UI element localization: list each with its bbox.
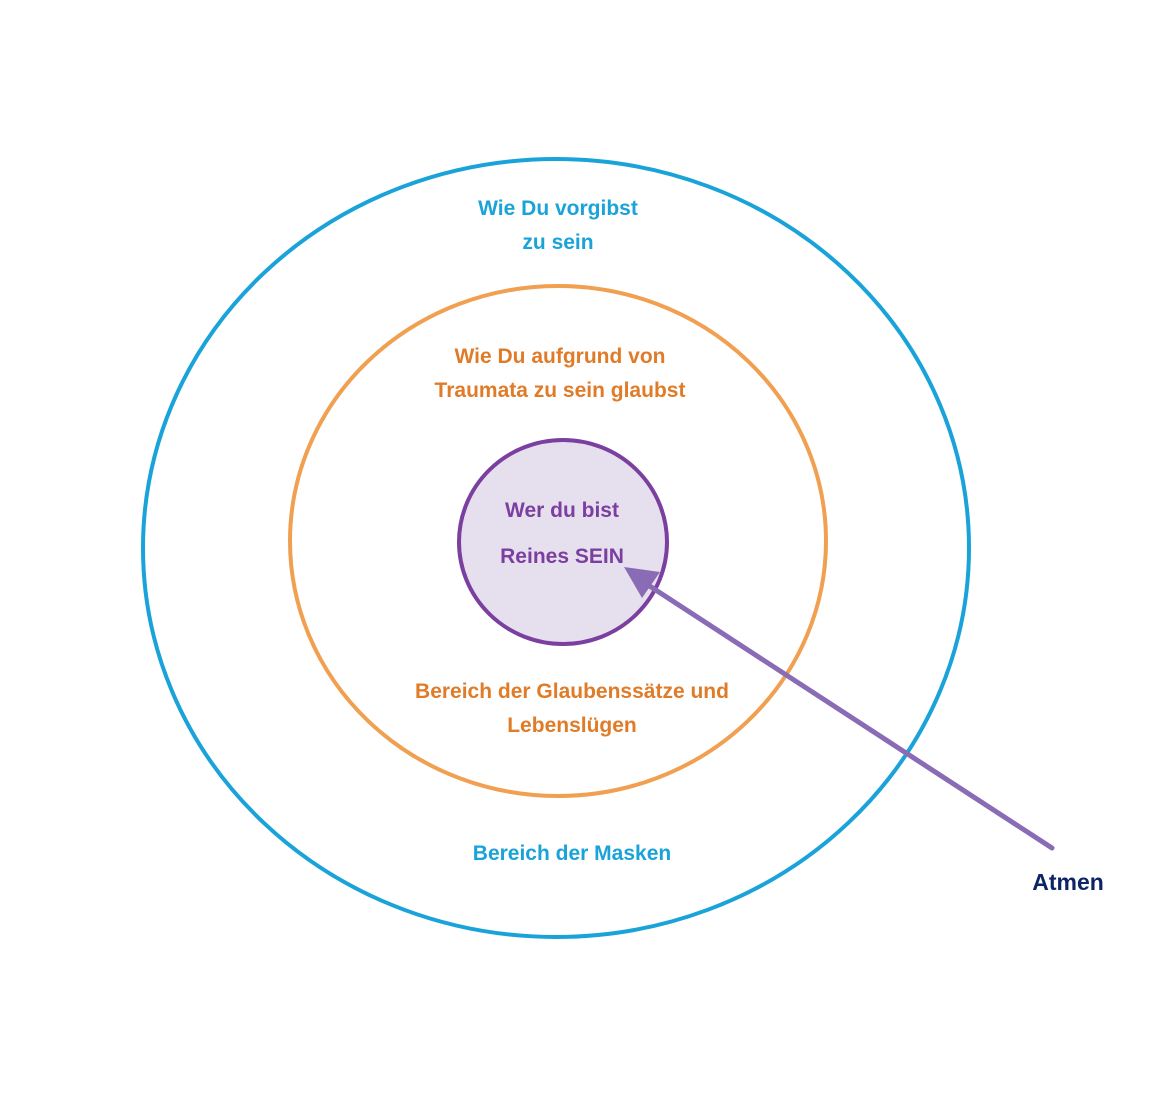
- outer-bottom-label: Bereich der Masken: [472, 842, 672, 865]
- inner-circle-outline: [457, 438, 669, 646]
- inner-subtitle: Reines SEIN: [500, 545, 624, 568]
- middle-circle: [288, 284, 828, 798]
- arrow-shaft: [642, 580, 1055, 851]
- outer-circle: [141, 157, 971, 939]
- middle-top-label-line-1: Wie Du aufgrund von: [454, 345, 666, 368]
- arrow-label: Atmen: [1032, 869, 1104, 895]
- outer-top-label-line-1: Wie Du vorgibst: [478, 197, 638, 220]
- arrow: [624, 567, 1055, 851]
- middle-bottom-label-line-1: Bereich der Glaubenssätze und: [415, 680, 729, 703]
- outer-top-label-line-2: zu sein: [522, 231, 594, 254]
- middle-top-label-line-2: Traumata zu sein glaubst: [434, 379, 686, 402]
- middle-bottom-label-line-2: Lebenslügen: [507, 714, 637, 737]
- arrow-head: [624, 567, 660, 598]
- inner-title: Wer du bist: [505, 499, 619, 522]
- outer-top-label: Wie Du vorgibst zu sein: [408, 192, 708, 260]
- middle-top-label: Wie Du aufgrund von Traumata zu sein gla…: [380, 340, 740, 408]
- inner-circle: [459, 440, 667, 644]
- middle-bottom-label: Bereich der Glaubenssätze und Lebenslüge…: [372, 675, 772, 743]
